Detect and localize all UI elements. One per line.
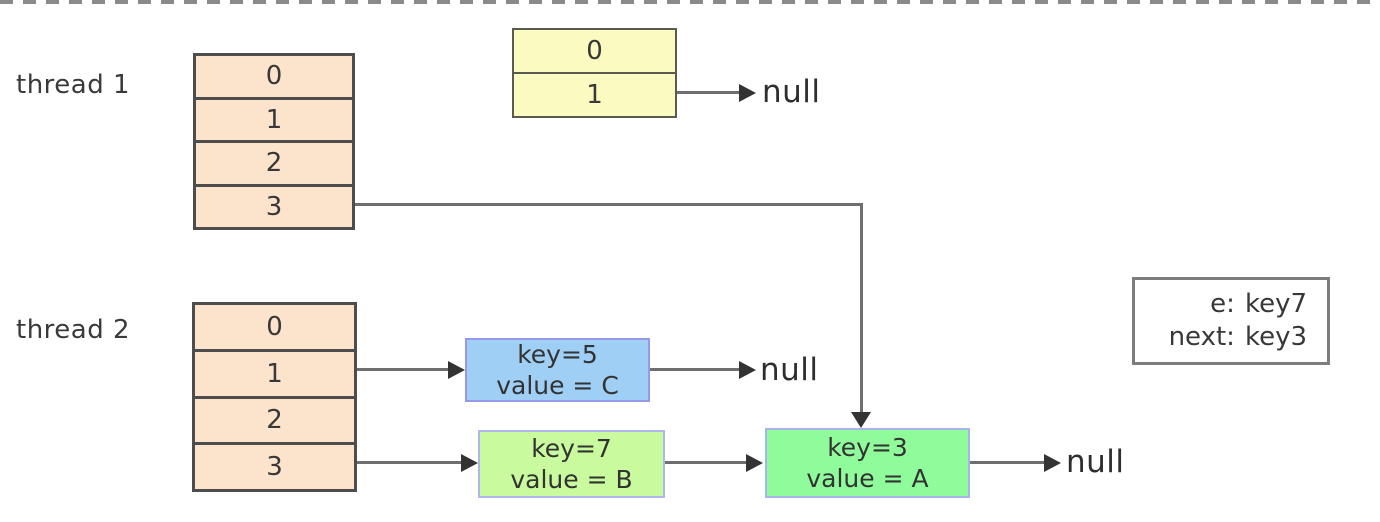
arrowhead-down-icon: [851, 412, 871, 428]
node-key-text: key=3: [827, 433, 908, 462]
node-value-text: value = A: [806, 464, 929, 493]
bucket-cell: 0: [586, 36, 603, 66]
node-key3: key=3 value = A: [765, 428, 970, 498]
state-value: key3: [1244, 322, 1307, 352]
arrow-line: [665, 461, 746, 464]
null-label: null: [762, 74, 821, 110]
bucket-cell: 3: [195, 442, 354, 489]
thread1-label: thread 1: [16, 70, 131, 100]
arrowhead-right-icon: [461, 454, 478, 472]
arrow-line: [970, 461, 1044, 464]
thread1-bucket-array: 0 1 2 3: [193, 53, 355, 230]
bucket-cell: 2: [195, 395, 354, 443]
iterator-state-box: e: key7 next: key3: [1132, 277, 1330, 365]
thread2-bucket-array: 0 1 2 3: [192, 302, 357, 492]
state-label: next:: [1168, 322, 1235, 352]
bucket-cell: 0: [265, 61, 283, 92]
bucket-cell: 2: [196, 140, 352, 184]
arrow-line: [357, 368, 448, 371]
arrowhead-right-icon: [739, 84, 756, 102]
elbow-line-vertical: [860, 203, 863, 413]
bucket-cell: 1: [514, 72, 675, 116]
state-label: e:: [1210, 289, 1235, 319]
null-label: null: [760, 352, 819, 388]
node-key-text: key=5: [517, 340, 598, 369]
arrowhead-right-icon: [746, 454, 763, 472]
arrow-line: [357, 461, 461, 464]
arrowhead-right-icon: [739, 361, 756, 379]
node-value-text: value = C: [496, 371, 619, 400]
node-value-text: value = B: [510, 465, 633, 494]
arrow-line: [650, 368, 739, 371]
arrowhead-right-icon: [1044, 454, 1061, 472]
null-label: null: [1066, 444, 1125, 480]
bucket-cell: 1: [195, 348, 354, 396]
state-row-e: e: key7: [1210, 288, 1307, 321]
node-key7: key=7 value = B: [478, 430, 665, 498]
node-key5: key=5 value = C: [465, 338, 650, 402]
bucket-cell: 0: [266, 311, 283, 342]
thread1-aux-table: 0 1: [512, 28, 677, 118]
state-value: key7: [1244, 289, 1307, 319]
thread-separator-dashed-line: [0, 0, 1380, 4]
bucket-cell: 3: [196, 183, 352, 228]
arrowhead-right-icon: [448, 361, 465, 379]
state-row-next: next: key3: [1169, 321, 1307, 354]
thread2-label: thread 2: [16, 315, 131, 345]
node-key-text: key=7: [531, 434, 612, 463]
elbow-line-horizontal: [355, 203, 863, 206]
bucket-cell: 1: [196, 96, 352, 141]
arrow-line: [677, 91, 739, 94]
